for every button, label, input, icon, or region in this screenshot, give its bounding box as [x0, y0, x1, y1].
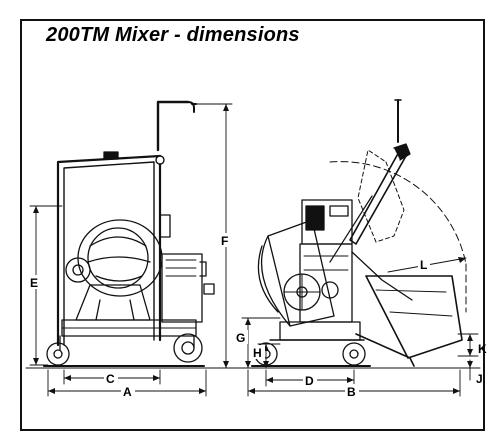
- label-e: E: [30, 276, 38, 290]
- label-d: D: [305, 374, 314, 388]
- label-f: F: [221, 234, 228, 248]
- dimension-labels: E F C A G H D B K J L: [28, 233, 487, 399]
- side-arrowheads: [245, 257, 473, 394]
- label-c: C: [106, 372, 115, 386]
- label-a: A: [123, 385, 132, 399]
- front-arrowheads: [33, 104, 229, 394]
- label-h: H: [253, 346, 262, 360]
- label-k: K: [478, 342, 487, 356]
- label-l: L: [420, 258, 427, 272]
- label-j: J: [476, 372, 483, 386]
- label-b: B: [347, 385, 356, 399]
- side-view: [251, 99, 467, 367]
- diagram-frame: [20, 19, 485, 431]
- front-view: [43, 100, 215, 367]
- label-g: G: [236, 331, 245, 345]
- diagram-title: 200TM Mixer - dimensions: [46, 24, 300, 46]
